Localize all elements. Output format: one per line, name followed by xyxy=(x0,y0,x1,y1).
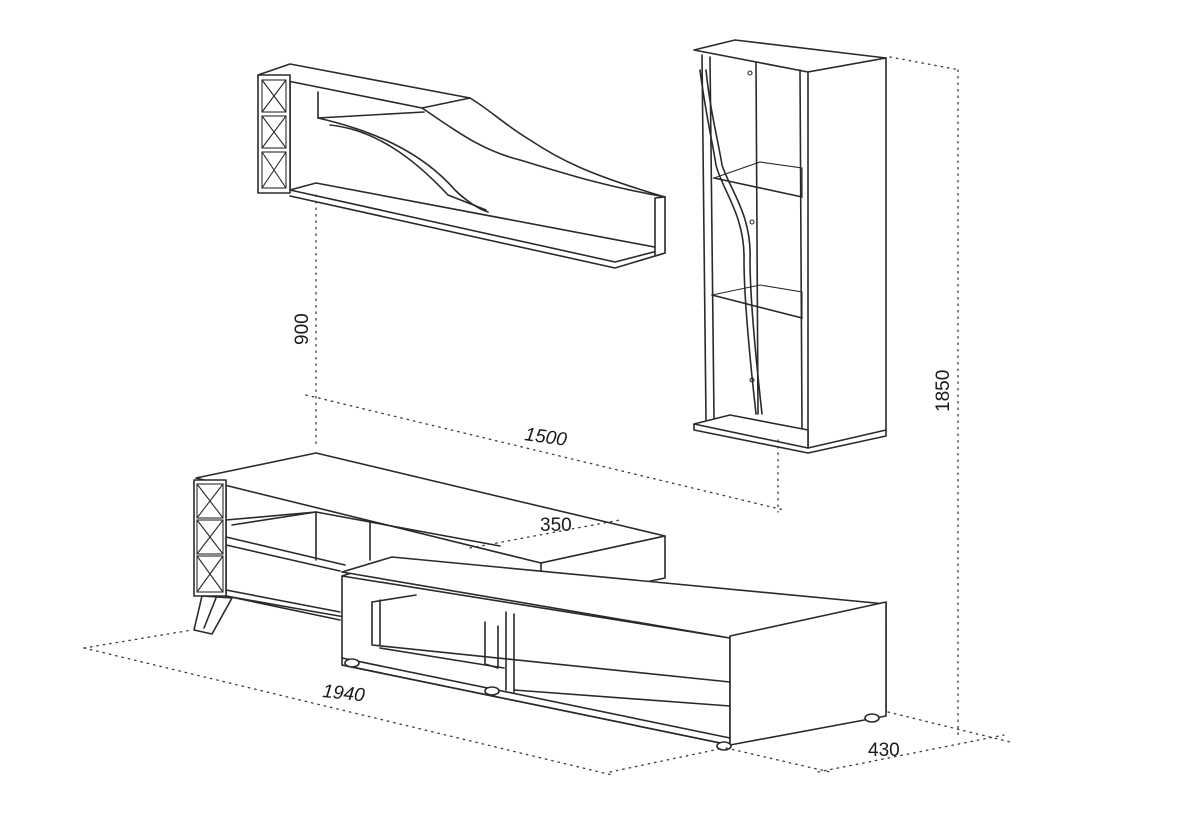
dimension-label-350: 350 xyxy=(540,515,572,536)
dimension-label-900: 900 xyxy=(292,313,313,345)
dimension-label-1940: 1940 xyxy=(321,681,366,706)
dimension-label-1500: 1500 xyxy=(523,424,568,451)
tv-cabinet xyxy=(193,452,887,751)
dimension-label-430: 430 xyxy=(868,740,900,761)
dimension-label-1850: 1850 xyxy=(933,370,954,412)
dimension-lines xyxy=(83,56,1011,776)
wall-shelf xyxy=(257,63,666,269)
tall-cabinet xyxy=(693,39,887,454)
